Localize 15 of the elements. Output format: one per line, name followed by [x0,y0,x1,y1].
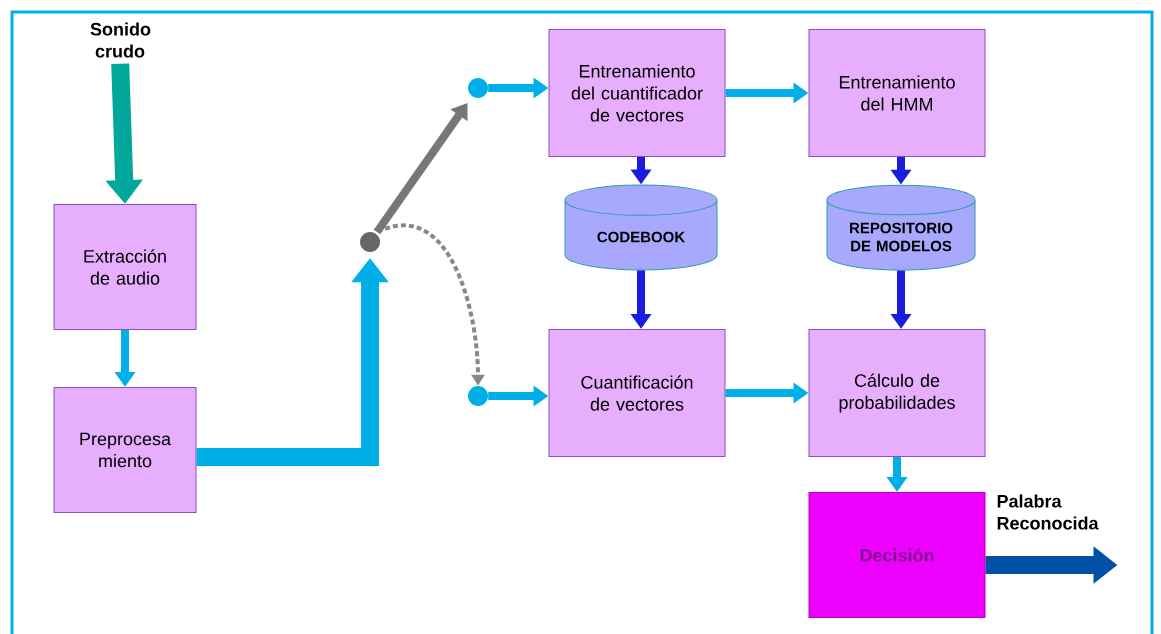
input-label: Sonido crudo [90,22,151,58]
process-box: Entrenamiento del cuantificador de vectores [548,29,726,157]
process-box: Cálculo de probabilidades [808,329,986,457]
database-cylinder: CODEBOOK [564,184,718,271]
terminal-dot [468,386,488,406]
switch-pivot [360,232,380,252]
arrow [373,103,468,235]
process-box: Preprocesa miento [53,387,197,513]
process-box: Cuantificación de vectores [548,329,726,457]
terminal-dot [468,78,488,98]
process-box: Extracción de audio [53,204,197,330]
decision-box: Decisión [808,492,986,618]
process-box: Entrenamiento del HMM [808,29,986,157]
edge-label: Palabra Reconocida [997,494,1099,530]
database-cylinder: REPOSITORIO DE MODELOS [826,184,976,271]
